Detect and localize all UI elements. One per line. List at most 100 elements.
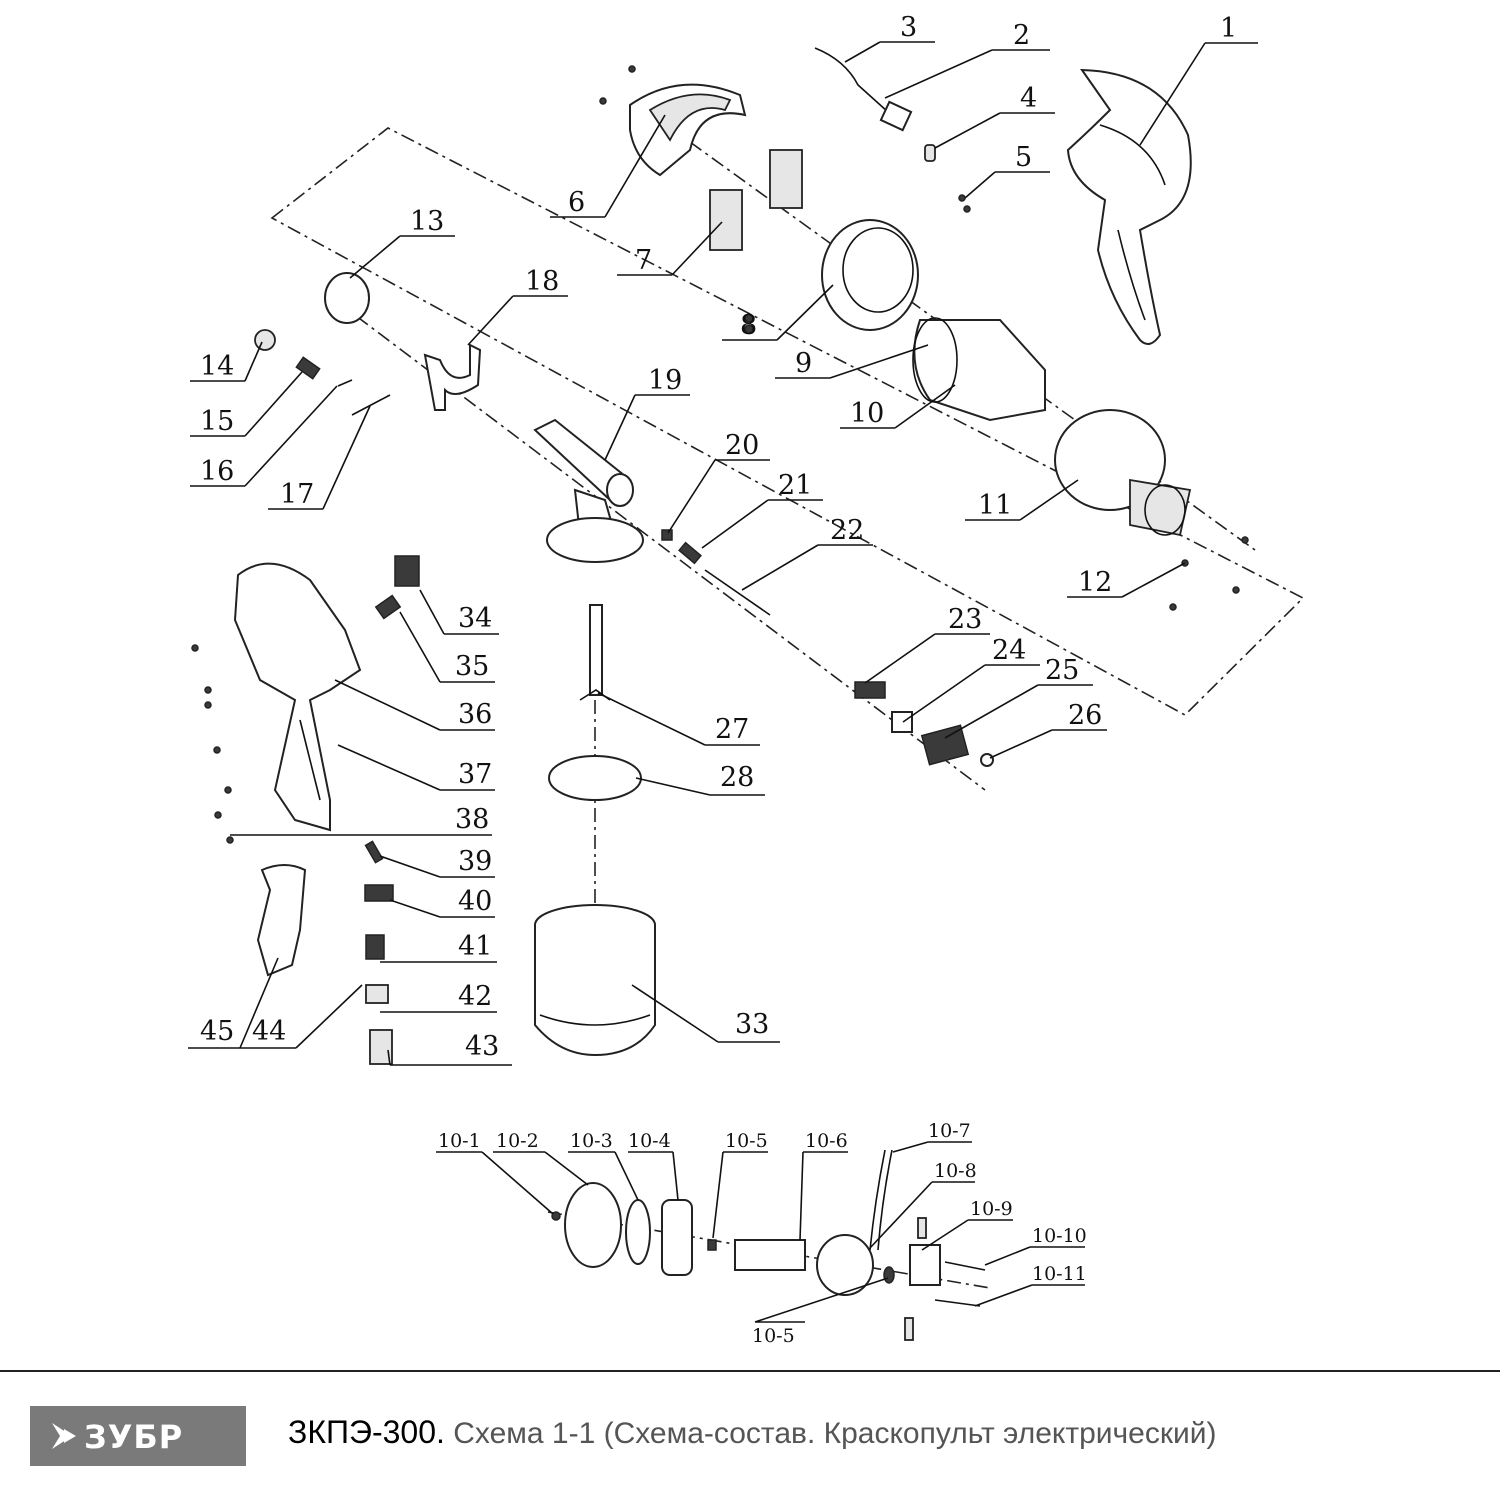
callout-41: 41 — [458, 931, 492, 962]
callout-2: 2 — [1013, 20, 1030, 51]
callout-20: 20 — [725, 430, 759, 461]
exploded-parts-diagram: 1 2 3 4 5 6 7 8 9 10 11 12 13 14 15 16 1… — [188, 12, 1305, 1347]
part-screw-38 — [226, 836, 234, 844]
callout-33: 33 — [735, 1009, 769, 1040]
callout-9: 9 — [795, 348, 812, 379]
part-air-filter-a — [769, 149, 803, 209]
footer: ЗУБР ЗКПЭ-300. Схема 1-1 (Схема-состав. … — [0, 1372, 1500, 1500]
callout-24: 24 — [992, 635, 1026, 666]
callout-39: 39 — [458, 846, 492, 877]
callout-4: 4 — [1020, 83, 1037, 114]
part-fan-housing — [821, 219, 919, 331]
part-screws-12 — [1169, 536, 1249, 611]
callout-3: 3 — [900, 12, 917, 43]
part-power-cord — [814, 47, 913, 132]
callout-7: 7 — [635, 245, 652, 276]
part-o-ring — [324, 272, 370, 324]
callout-10-7: 10-7 — [928, 1120, 971, 1142]
callout-38: 38 — [455, 804, 489, 835]
part-42 — [365, 984, 389, 1004]
part-screws-5 — [958, 194, 971, 213]
motor-subassembly — [551, 1149, 986, 1341]
callout-45: 45 — [200, 1016, 234, 1047]
callout-17: 17 — [280, 479, 314, 510]
callout-43: 43 — [465, 1031, 499, 1062]
part-spray-head — [533, 418, 644, 563]
callout-37: 37 — [458, 759, 492, 790]
callout-19: 19 — [648, 365, 682, 396]
callout-6: 6 — [568, 187, 585, 218]
callout-15: 15 — [200, 406, 234, 437]
part-pin-16 — [337, 379, 353, 387]
part-switch-34 — [394, 555, 420, 587]
part-23 — [854, 681, 886, 699]
part-seal-20 — [661, 529, 673, 541]
part-needle-22 — [704, 569, 771, 616]
callout-8: 8 — [740, 310, 757, 341]
callout-11: 11 — [978, 490, 1012, 521]
part-spring-21 — [678, 541, 702, 565]
callout-10-1: 10-1 — [438, 1130, 481, 1152]
callout-13: 13 — [410, 206, 444, 237]
part-rear-housing — [1066, 68, 1192, 345]
part-spring-15 — [295, 356, 321, 380]
part-motor-cover — [599, 65, 747, 177]
callout-25: 25 — [1045, 655, 1079, 686]
logo-arrow-icon — [52, 1423, 72, 1449]
callout-1: 1 — [1220, 13, 1237, 44]
callout-12: 12 — [1078, 567, 1112, 598]
part-screws-left — [191, 644, 232, 819]
callout-10-6: 10-6 — [805, 1130, 848, 1152]
part-spring-39 — [364, 840, 384, 864]
callout-10-3: 10-3 — [570, 1130, 613, 1152]
part-spring-35 — [374, 594, 402, 620]
part-cord-clamp — [924, 144, 936, 162]
part-adjust-knob — [254, 329, 276, 351]
callout-10-11: 10-11 — [1032, 1263, 1087, 1285]
part-motor — [912, 317, 1046, 422]
callout-14: 14 — [200, 351, 234, 382]
callout-10-10: 10-10 — [1032, 1225, 1087, 1247]
part-handle-left — [233, 562, 362, 832]
callout-40: 40 — [458, 886, 492, 917]
callout-34: 34 — [458, 603, 492, 634]
callout-10-5: 10-5 — [725, 1130, 768, 1152]
callout-26: 26 — [1068, 700, 1102, 731]
part-air-filter-b — [709, 189, 743, 251]
part-41 — [365, 934, 385, 960]
callout-10-9: 10-9 — [970, 1198, 1013, 1220]
footer-divider — [0, 1370, 1500, 1372]
part-suction-tube — [579, 604, 611, 701]
diagram-caption: ЗКПЭ-300. Схема 1-1 (Схема-состав. Краск… — [288, 1414, 1216, 1451]
callout-10-8: 10-8 — [934, 1160, 977, 1182]
part-disc — [548, 755, 642, 801]
diagram-description: Схема 1-1 (Схема-состав. Краскопульт эле… — [444, 1417, 1217, 1450]
callout-10-5-lower: 10-5 — [752, 1325, 795, 1347]
model-name: ЗКПЭ-300. — [288, 1414, 445, 1450]
callout-28: 28 — [720, 762, 754, 793]
callout-labels: 1 2 3 4 5 6 7 8 9 10 11 12 13 14 15 16 1… — [200, 12, 1237, 1347]
part-bracket — [423, 343, 482, 411]
part-24 — [891, 711, 913, 733]
part-40 — [364, 884, 394, 902]
assembly-axis-main — [689, 141, 1256, 551]
callout-5: 5 — [1015, 142, 1032, 173]
callout-10-4: 10-4 — [628, 1130, 671, 1152]
part-26 — [980, 753, 994, 767]
part-turbine-housing — [1054, 409, 1192, 537]
callout-leaders — [188, 41, 1258, 1323]
callout-36: 36 — [458, 699, 492, 730]
part-43 — [369, 1029, 393, 1065]
logo-arrow-icon-inner — [64, 1429, 76, 1443]
callout-23: 23 — [948, 604, 982, 635]
callout-27: 27 — [715, 714, 749, 745]
part-trigger-cover — [256, 864, 307, 977]
part-rod-17 — [351, 394, 391, 416]
callout-42: 42 — [458, 981, 492, 1012]
callout-21: 21 — [778, 470, 812, 501]
callout-10-2: 10-2 — [496, 1130, 539, 1152]
logo-wordmark: ЗУБР — [84, 1418, 183, 1455]
callout-16: 16 — [200, 456, 234, 487]
part-8-small — [744, 313, 754, 334]
callout-44: 44 — [252, 1016, 286, 1047]
